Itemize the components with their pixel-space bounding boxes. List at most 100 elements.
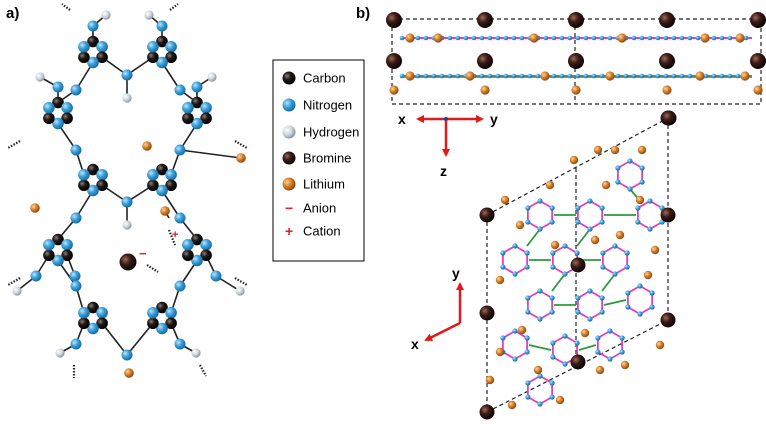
nitrogen-atom — [512, 356, 518, 362]
lithium-atom — [533, 365, 543, 375]
carbon-atom — [43, 249, 55, 262]
nitrogen-atom — [191, 117, 203, 130]
nitrogen-atom — [87, 56, 99, 69]
nitrogen-atom — [575, 205, 581, 211]
nitrogen-atom — [495, 35, 501, 41]
lithium-atom — [637, 145, 647, 155]
lithium-atom — [617, 33, 627, 43]
nitrogen-atom — [70, 144, 82, 156]
bromine-atom — [660, 207, 676, 223]
nitrogen-atom — [549, 219, 555, 225]
nitrogen-atom — [562, 333, 568, 339]
nitrogen-atom — [637, 283, 643, 289]
bromine-atom — [386, 12, 402, 28]
lithium-atom — [160, 206, 170, 216]
nitrogen-atom — [637, 311, 643, 317]
nitrogen-atom — [524, 335, 530, 341]
top-axis-y-label: y — [452, 265, 460, 281]
nitrogen-atom — [671, 35, 677, 41]
linker-bond — [551, 273, 566, 292]
nitrogen-atom — [96, 168, 108, 181]
carbon-atom — [96, 317, 108, 330]
carbon-atom — [78, 179, 90, 192]
lithium-atom — [643, 270, 653, 280]
dashed-bond — [146, 264, 159, 273]
bromine-atom — [661, 110, 677, 126]
nitrogen-atom — [121, 349, 133, 361]
legend-box: CarbonNitrogenHydrogenBromineLithium−Ani… — [272, 59, 365, 262]
nitrogen-atom — [525, 309, 531, 315]
ring-bond — [501, 244, 529, 276]
legend-label-carbon: Carbon — [303, 71, 346, 86]
lithium-atom — [595, 365, 605, 375]
side-view-axes: x y z — [398, 111, 498, 179]
dashed-bond — [7, 140, 21, 149]
nitrogen-atom — [631, 35, 637, 41]
nitrogen-atom — [647, 73, 653, 79]
nitrogen-atom — [537, 226, 543, 232]
nitrogen-atom — [639, 179, 645, 185]
nitrogen-atom — [70, 280, 82, 292]
nitrogen-atom — [96, 40, 108, 53]
nitrogen-atom — [631, 73, 637, 79]
carbon-atom — [147, 51, 159, 64]
nitrogen-atom — [500, 335, 506, 341]
nitrogen-atom — [525, 295, 531, 301]
lithium-atom — [405, 71, 415, 81]
nitrogen-atom — [503, 73, 509, 79]
nitrogen-atom — [69, 270, 81, 282]
nitrogen-atom — [415, 73, 421, 79]
nitrogen-atom — [615, 73, 621, 79]
nitrogen-atom — [182, 101, 194, 114]
nitrogen-atom — [649, 304, 655, 310]
nitrogen-atom — [156, 322, 168, 335]
carbon-atom — [87, 163, 99, 176]
nitrogen-atom — [607, 328, 613, 334]
nitrogen-atom — [551, 35, 557, 41]
nitrogen-atom — [70, 338, 82, 350]
hydrogen-atom — [282, 125, 296, 139]
nitrogen-atom — [282, 98, 296, 112]
nitrogen-atom — [87, 20, 99, 32]
bromine-atom — [568, 12, 584, 28]
nitrogen-atom — [743, 35, 749, 41]
ring-bond — [501, 329, 529, 361]
nitrogen-atom — [599, 295, 605, 301]
dashed-bond — [234, 277, 248, 286]
nitrogen-atom — [635, 219, 641, 225]
lithium-atom — [615, 230, 625, 240]
nitrogen-atom — [615, 179, 621, 185]
carbon-atom — [87, 35, 99, 48]
nitrogen-atom — [174, 84, 186, 96]
nitrogen-atom — [431, 73, 437, 79]
side-axis-z-label: z — [440, 163, 447, 179]
nitrogen-atom — [639, 35, 645, 41]
nitrogen-atom — [174, 280, 186, 292]
nitrogen-atom — [575, 295, 581, 301]
nitrogen-atom — [495, 73, 501, 79]
nitrogen-atom — [210, 270, 222, 282]
lithium-atom — [605, 71, 615, 81]
bromine-atom — [570, 257, 586, 273]
legend-label-anion: Anion — [303, 201, 336, 216]
carbon-atom — [52, 96, 64, 109]
nitrogen-atom — [735, 73, 741, 79]
carbon-atom — [147, 317, 159, 330]
nitrogen-atom — [455, 35, 461, 41]
nitrogen-atom — [624, 264, 630, 270]
lithium-atom — [662, 85, 672, 95]
nitrogen-atom — [567, 35, 573, 41]
nitrogen-atom — [687, 35, 693, 41]
linker-bond — [528, 344, 552, 351]
legend-label-cation: Cation — [303, 224, 341, 239]
nitrogen-atom — [647, 226, 653, 232]
nitrogen-atom — [574, 340, 580, 346]
nitrogen-atom — [525, 219, 531, 225]
lithium-atom — [529, 33, 539, 43]
nitrogen-atom — [671, 73, 677, 79]
nitrogen-atom — [549, 295, 555, 301]
nitrogen-atom — [423, 73, 429, 79]
legend-label-nitrogen: Nitrogen — [303, 98, 352, 113]
nitrogen-atom — [679, 73, 685, 79]
